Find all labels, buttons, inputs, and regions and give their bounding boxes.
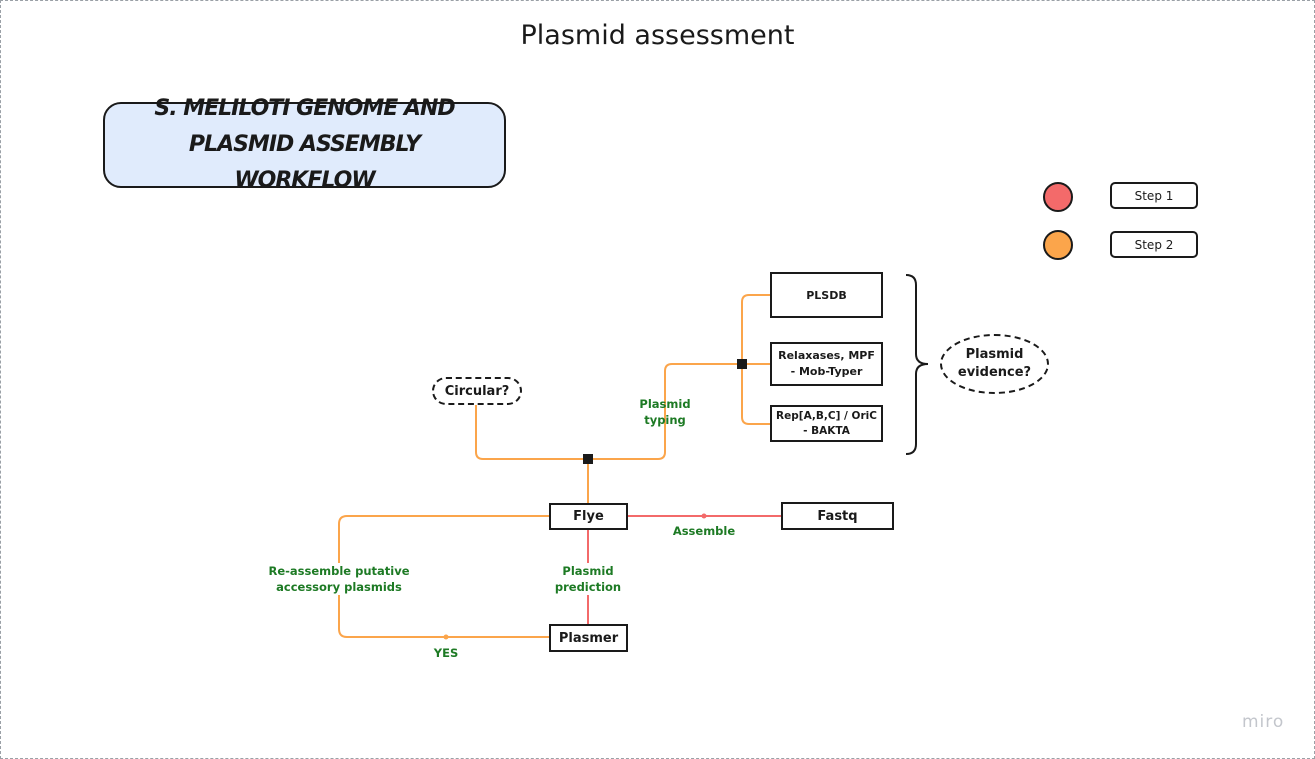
legend-step1-dot <box>1043 182 1073 212</box>
connector-hub-to-rep <box>741 364 771 425</box>
yes-midpoint <box>443 634 449 640</box>
relaxases-node[interactable]: Relaxases, MPF - Mob-Typer <box>770 342 883 386</box>
plasmer-node[interactable]: Plasmer <box>549 624 628 652</box>
workflow-title-card[interactable]: S. Meliloti genome and plasmid assembly … <box>103 96 506 193</box>
miro-watermark: miro <box>1242 712 1285 732</box>
connector-hub-to-plsdb <box>741 294 771 364</box>
fastq-node[interactable]: Fastq <box>781 502 894 530</box>
rep-node[interactable]: Rep[A,B,C] / OriC - BAKTA <box>770 405 883 442</box>
legend-step2-dot <box>1043 230 1073 260</box>
assemble-midpoint <box>701 513 707 519</box>
plsdb-node[interactable]: PLSDB <box>770 272 883 318</box>
label-yes: YES <box>433 646 459 660</box>
legend-step1-label[interactable]: Step 1 <box>1110 182 1198 209</box>
label-reassemble: Re-assemble putative accessory plasmids <box>268 563 410 595</box>
connector-junction-to-typing <box>588 363 742 460</box>
plasmid-evidence-node[interactable]: Plasmid evidence? <box>940 334 1049 394</box>
label-plasmid-typing: Plasmid typing <box>639 397 691 427</box>
junction-node-upper <box>737 359 747 369</box>
flye-node[interactable]: Flye <box>549 503 628 530</box>
circular-node[interactable]: Circular? <box>432 377 522 405</box>
connector-circular-to-junction <box>475 404 588 460</box>
page-title: Plasmid assessment <box>520 20 795 51</box>
label-plasmid-prediction: Plasmid prediction <box>550 563 626 595</box>
junction-node-lower <box>583 454 593 464</box>
label-assemble: Assemble <box>672 524 736 538</box>
legend-step2-label[interactable]: Step 2 <box>1110 231 1198 258</box>
curly-brace <box>905 274 929 455</box>
